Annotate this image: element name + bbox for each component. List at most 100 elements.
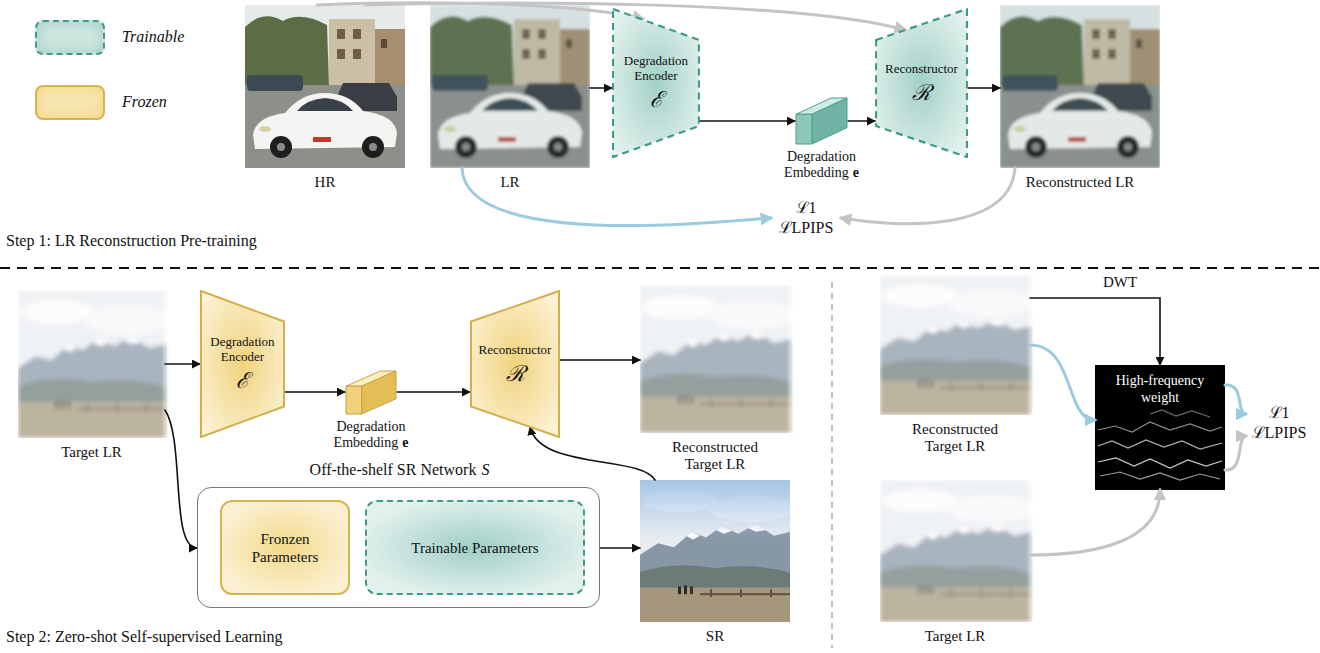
connector <box>397 391 470 393</box>
box-label: Trainable Parameters <box>411 539 538 557</box>
loss-term: ℒ1 <box>796 198 817 218</box>
loss-term: ℒ1 <box>1269 403 1290 423</box>
block-name: Degradation Encoder <box>200 334 285 364</box>
connector <box>165 410 197 548</box>
connector <box>1030 490 1160 555</box>
image-caption: Target LR <box>42 444 142 461</box>
cuboid-face <box>346 386 362 414</box>
loss-terms: ℒ1ℒLPIPS <box>771 196 841 240</box>
loss-terms: ℒ1ℒLPIPS <box>1246 398 1312 448</box>
loss-term: ℒLPIPS <box>1252 423 1307 443</box>
encoder-block: Degradation Encoderℰ <box>200 290 285 438</box>
trapezoid-shape <box>200 290 285 438</box>
image-panel: LR <box>430 5 590 168</box>
image-label: Reconstructed Target LR <box>900 421 1010 455</box>
image-panel: Reconstructed Target LR <box>880 275 1030 415</box>
image-caption: Reconstructed LR <box>1025 174 1135 191</box>
image-label: Target LR <box>915 628 995 645</box>
step-caption: Step 1: LR Reconstruction Pre-training <box>6 231 257 251</box>
step-caption: Step 2: Zero-shot Self-supervised Learni… <box>6 627 282 647</box>
cuboid-shape <box>345 370 397 415</box>
image-caption: LR <box>480 174 540 191</box>
block-text: Reconstructorℛ <box>470 290 560 438</box>
embedding-caption: Degradation Embeddinge <box>321 419 421 451</box>
parameter-box: Trainable Parameters <box>365 500 585 595</box>
embedding-block: Degradation Embeddinge <box>795 97 848 145</box>
block-symbol: ℛ <box>506 361 525 387</box>
connector <box>530 427 655 480</box>
connector <box>968 87 1000 89</box>
box-label: Fronzen Parameters <box>240 530 330 566</box>
block-name: Reconstructor <box>479 342 552 357</box>
network-symbol: S <box>481 461 489 478</box>
block-name: Reconstructor <box>885 61 958 76</box>
box-text: Fronzen Parameters <box>222 502 348 593</box>
block-symbol: ℛ <box>912 80 931 106</box>
connector <box>1030 345 1095 420</box>
legend-label: Trainable <box>122 27 184 47</box>
block-symbol: ℰ <box>650 87 663 113</box>
edge-label: DWT <box>1100 273 1140 291</box>
image-panel: Reconstructed Target LR <box>640 285 790 433</box>
block-name: Degradation Encoder <box>612 53 700 83</box>
connector <box>1225 436 1246 470</box>
legend-swatch <box>35 20 105 55</box>
cuboid-face <box>796 114 812 144</box>
embedding-block: Degradation Embeddinge <box>345 370 397 415</box>
reconstructor-block: Reconstructorℛ <box>470 290 560 438</box>
trapezoid-outline <box>613 9 699 157</box>
image-label: LR <box>480 174 540 191</box>
weight-label: High-frequency weight <box>1105 372 1215 406</box>
cuboid-shape <box>795 97 848 145</box>
embedding-symbol: e <box>853 165 859 180</box>
image-panel: Target LR <box>18 290 165 438</box>
cuboid-face <box>362 371 396 414</box>
connector <box>560 359 640 361</box>
weight-caption: High-frequency weight <box>1095 372 1225 406</box>
trapezoid-shape <box>612 8 700 158</box>
connector <box>1030 298 1160 365</box>
image-caption: SR <box>685 628 745 645</box>
network-heading: Off-the-shelf SR NetworkS <box>178 460 621 480</box>
connector <box>590 87 612 89</box>
connector <box>285 391 345 393</box>
trapezoid-outline <box>471 291 559 437</box>
legend-swatch <box>35 85 105 120</box>
connector <box>1225 385 1246 414</box>
connector <box>462 168 771 226</box>
image-label: HR <box>295 174 355 191</box>
image-caption: HR <box>295 174 355 191</box>
embedding-label: Degradation Embedding <box>784 149 856 180</box>
image-caption: Reconstructed Target LR <box>660 439 770 473</box>
block-text: Degradation Encoderℰ <box>200 290 285 438</box>
encoder-block: Degradation Encoderℰ <box>612 8 700 158</box>
sr-network: Off-the-shelf SR NetworkSFronzen Paramet… <box>197 487 600 608</box>
network-name: Off-the-shelf SR Network <box>310 461 477 478</box>
embedding-label: Degradation Embedding <box>334 419 406 450</box>
image-label: SR <box>685 628 745 645</box>
embedding-symbol: e <box>402 435 408 450</box>
image-label: Reconstructed LR <box>1025 174 1135 191</box>
loss-term: ℒLPIPS <box>779 218 834 238</box>
block-symbol: ℰ <box>236 368 249 394</box>
connector <box>165 363 200 365</box>
parameter-box: Fronzen Parameters <box>220 500 350 595</box>
image-panel: Target LR <box>880 480 1030 622</box>
box-text: Trainable Parameters <box>367 502 583 593</box>
block-text: Degradation Encoderℰ <box>612 8 700 158</box>
image-caption: Reconstructed Target LR <box>900 421 1010 455</box>
embedding-caption: Degradation Embeddinge <box>772 149 872 181</box>
trapezoid-outline <box>201 291 284 437</box>
connector <box>841 168 1015 224</box>
trapezoid-outline <box>876 9 967 157</box>
legend-label: Frozen <box>122 92 167 112</box>
image-panel: Reconstructed LR <box>1000 5 1160 168</box>
image-panel: HR <box>245 5 405 168</box>
reconstructor-block: Reconstructorℛ <box>875 8 968 158</box>
image-label: Reconstructed Target LR <box>660 439 770 473</box>
weight-map: High-frequency weight <box>1095 365 1225 490</box>
image-panel: SR <box>640 480 790 622</box>
block-text: Reconstructorℛ <box>875 8 968 158</box>
image-caption: Target LR <box>915 628 995 645</box>
connector <box>600 547 640 549</box>
